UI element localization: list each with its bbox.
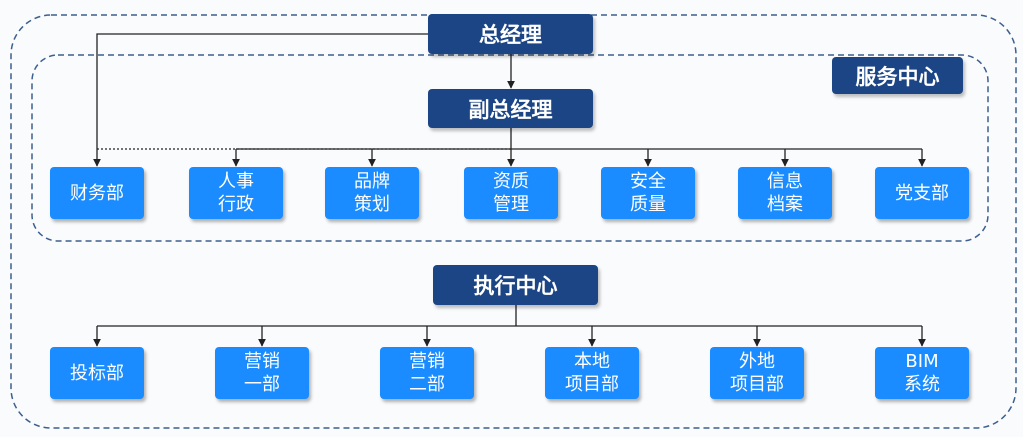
execution-center-box: 执行中心 [433, 265, 598, 305]
dept-qualification: 资质 管理 [464, 167, 558, 219]
gm-to-finance-line [93, 33, 428, 167]
exec-dept-arrows [93, 326, 926, 347]
dept-marketing-1: 营销 一部 [215, 347, 309, 399]
dept-bim-system: BIM 系统 [875, 347, 969, 399]
service-center-label: 服务中心 [832, 57, 963, 94]
dept-local-projects: 本地 项目部 [545, 347, 639, 399]
dept-finance: 财务部 [50, 167, 144, 219]
dept-safety-quality: 安全 质量 [601, 167, 695, 219]
dept-party-branch: 党支部 [875, 167, 969, 219]
dept-remote-projects: 外地 项目部 [710, 347, 804, 399]
dept-brand-planning: 品牌 策划 [325, 167, 419, 219]
dept-hr-admin: 人事 行政 [189, 167, 283, 219]
deputy-general-manager-box: 副总经理 [428, 89, 593, 128]
dept-marketing-2: 营销 二部 [380, 347, 474, 399]
dept-info-archive: 信息 档案 [738, 167, 832, 219]
general-manager-box: 总经理 [428, 14, 593, 54]
service-center-boundary [31, 54, 989, 242]
service-dept-arrows [232, 149, 926, 167]
dept-bidding: 投标部 [50, 347, 144, 399]
